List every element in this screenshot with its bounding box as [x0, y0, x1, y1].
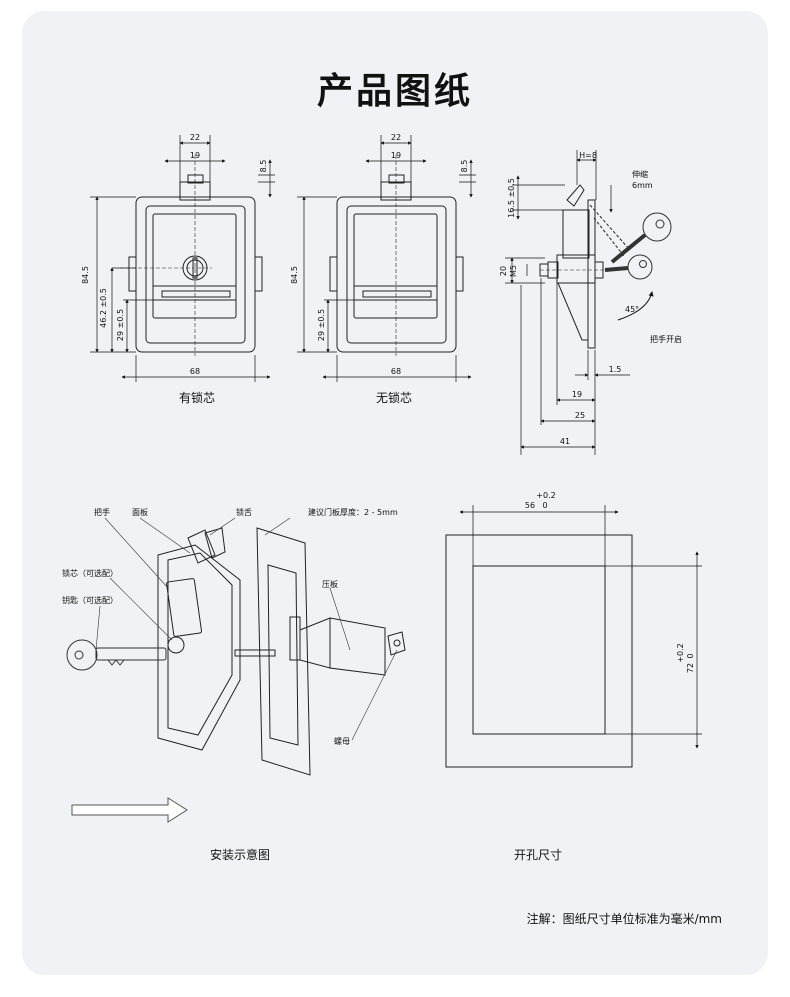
label-handle: 把手 — [94, 507, 110, 517]
cutout-diagram — [445, 534, 633, 768]
side-view-dims — [505, 150, 654, 455]
label-nut: 螺母 — [334, 736, 350, 746]
label-open: 把手开启 — [650, 334, 682, 344]
cutout-plate — [445, 534, 633, 768]
label-core: 锁芯（可选配） — [62, 568, 118, 578]
dim-tongue-len: 16.5 ±0.5 — [507, 178, 516, 218]
dim-width: 68 — [391, 367, 401, 376]
label-tongue: 锁舌 — [236, 507, 252, 517]
key-icon-install — [66, 639, 167, 671]
install-leaders — [95, 517, 398, 741]
cutout-width: 56 — [525, 501, 535, 510]
dim-width: 68 — [190, 367, 200, 376]
dim-1-5: 1.5 — [609, 365, 622, 374]
caption-cutout: 开孔尺寸 — [513, 848, 563, 862]
dim-top-outer: 22 — [190, 133, 200, 142]
core-circle — [167, 636, 185, 654]
label-panel: 面板 — [132, 507, 148, 517]
dim-tongue: 8.5 — [460, 160, 469, 173]
label-angle: 45° — [625, 305, 639, 314]
dim-top-inner: 19 — [391, 151, 401, 160]
cutout-hole — [472, 565, 606, 735]
cutout-height-tol: +0.2 — [676, 643, 685, 662]
front-with-core-dims — [90, 135, 275, 382]
caption-install: 安装示意图 — [209, 848, 271, 862]
cutout-height: 72 — [686, 663, 695, 673]
cutout-height-tol-low: 0 — [686, 653, 695, 658]
dim-19: 19 — [572, 390, 582, 399]
dim-height: 84.5 — [81, 266, 90, 284]
dim-core-pos: 46.2 ±0.5 — [99, 288, 108, 328]
cutout-width-tol-low: 0 — [542, 501, 547, 510]
dim-height: 84.5 — [290, 266, 299, 284]
label-door: 建议门板厚度：2 - 5mm — [308, 507, 398, 517]
direction-arrow — [71, 797, 188, 823]
door-panel — [256, 527, 311, 776]
install-diagram — [157, 527, 406, 776]
caption-with-core: 有锁芯 — [178, 391, 216, 405]
label-key: 钥匙（可选配） — [62, 595, 118, 605]
label-stroke: 伸缩 — [632, 169, 648, 179]
nut — [387, 631, 406, 656]
side-view — [539, 184, 631, 349]
shaft — [234, 649, 276, 657]
dim-twenty: 20 — [499, 266, 508, 276]
caption-without-core: 无锁芯 — [375, 391, 413, 405]
dim-lower: 29 ±0.5 — [116, 309, 125, 341]
dim-tongue: 8.5 — [259, 160, 268, 173]
lock-body-outline — [135, 196, 256, 353]
label-stroke-len: 6mm — [632, 181, 653, 190]
lock-body-outline — [336, 196, 457, 353]
lock-assembly — [157, 544, 241, 751]
cutout-dims — [459, 505, 702, 749]
front-view-with-core — [120, 155, 263, 356]
footer-note: 注解：图纸尺寸单位标准为毫米/mm — [526, 912, 722, 926]
label-plate: 压板 — [322, 579, 338, 589]
dim-m5: M5 — [509, 265, 518, 277]
dim-25: 25 — [575, 411, 585, 420]
key-icon-side — [604, 212, 672, 280]
front-without-core-dims — [297, 135, 476, 382]
page-title: 产品图纸 — [316, 71, 473, 112]
dim-41: 41 — [560, 437, 570, 446]
front-view-without-core — [329, 155, 464, 356]
pressure-plate — [329, 617, 386, 676]
dim-lower: 29 ±0.5 — [317, 309, 326, 341]
dim-h8: H=8 — [579, 151, 597, 160]
dim-top-outer: 22 — [391, 133, 401, 142]
cutout-width-tol: +0.2 — [536, 491, 555, 500]
dim-top-inner: 19 — [190, 151, 200, 160]
